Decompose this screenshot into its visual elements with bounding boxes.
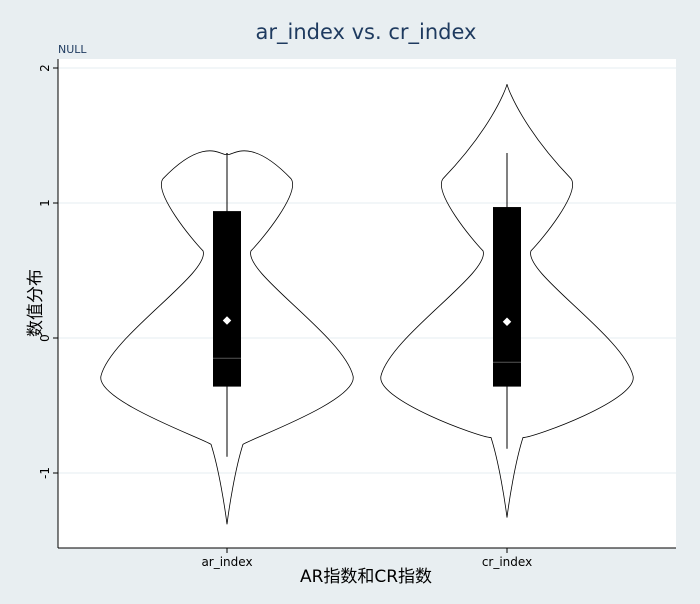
plot-background bbox=[58, 59, 676, 548]
violin-shape bbox=[380, 84, 634, 518]
y-tick-label: 1 bbox=[38, 199, 52, 207]
box-iqr bbox=[493, 207, 521, 387]
y-tick-label: 2 bbox=[38, 64, 52, 72]
y-tick-label: 0 bbox=[38, 334, 52, 342]
x-tick-layer: ar_index cr_index bbox=[201, 548, 532, 569]
y-tick-label: -1 bbox=[38, 467, 52, 479]
chart-title: ar_index vs. cr_index bbox=[256, 20, 477, 45]
mean-marker bbox=[502, 317, 512, 327]
box-layer bbox=[213, 153, 521, 457]
x-tick-label: ar_index bbox=[201, 555, 252, 569]
grid-layer bbox=[58, 67, 676, 474]
x-axis-label: AR指数和CR指数 bbox=[300, 567, 432, 587]
y-tick-layer: -1 0 1 2 bbox=[38, 64, 58, 479]
y-axis-label: 数值分布 bbox=[26, 269, 46, 337]
box-iqr bbox=[213, 211, 241, 387]
violin-shape bbox=[100, 150, 354, 525]
violin-layer bbox=[100, 84, 634, 525]
x-tick-label: cr_index bbox=[482, 555, 532, 569]
chart-subtitle: NULL bbox=[58, 43, 87, 56]
mean-marker bbox=[222, 316, 232, 325]
